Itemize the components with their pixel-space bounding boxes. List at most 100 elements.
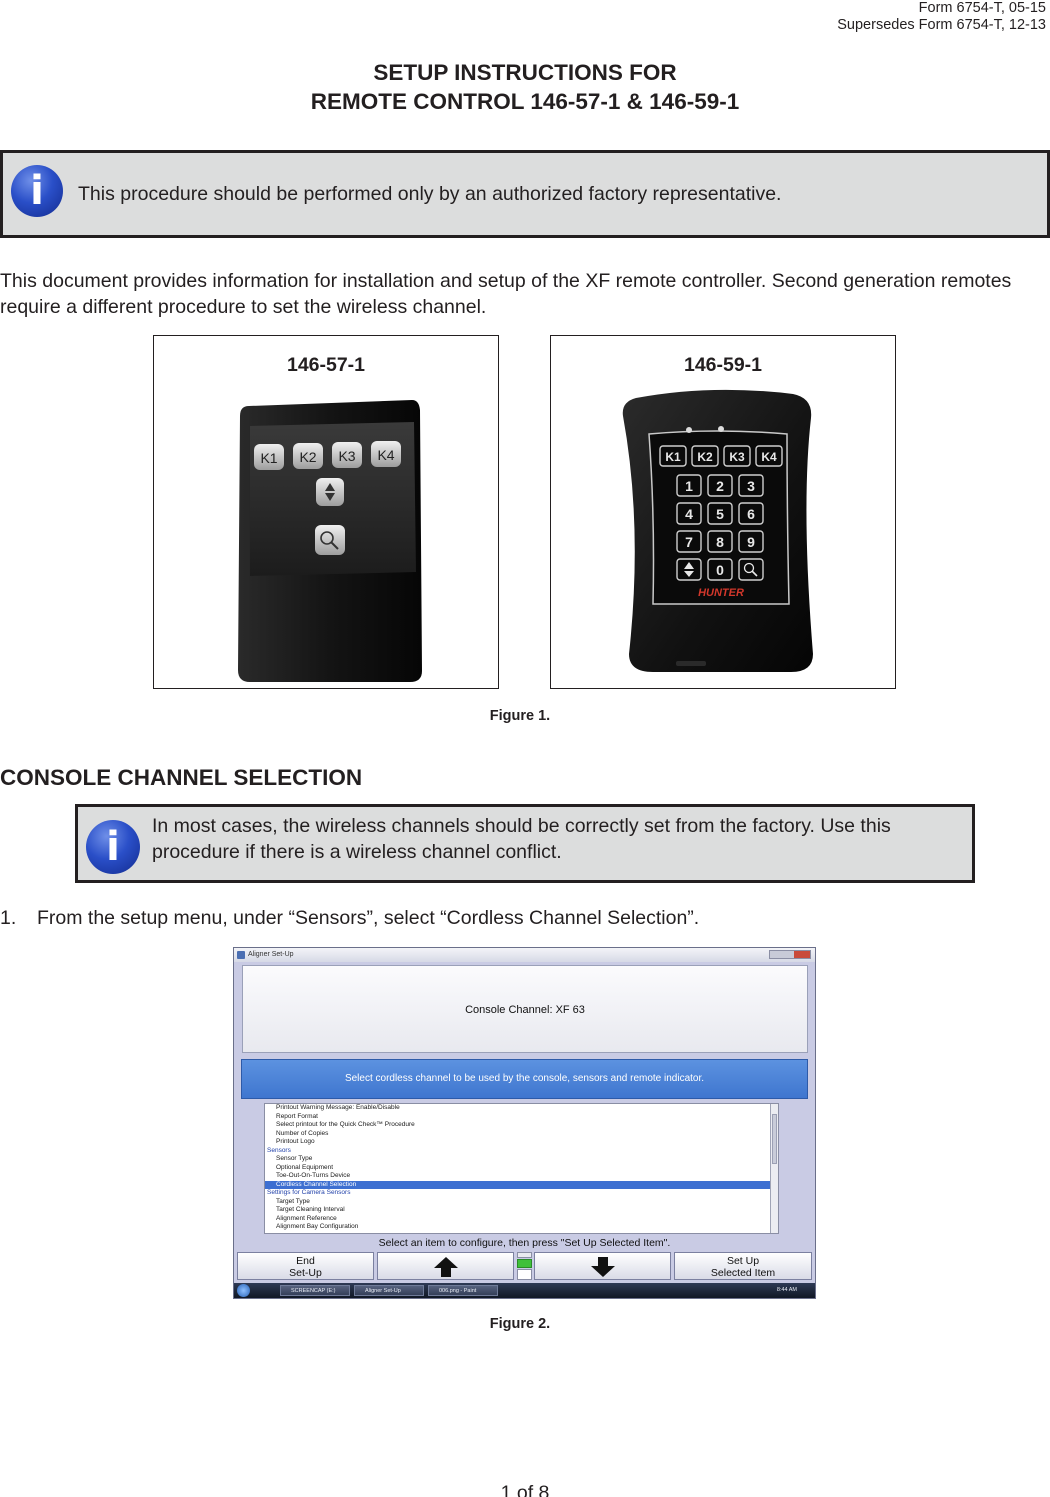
info-icon: i [86, 820, 140, 874]
key-k4-label: K4 [377, 447, 394, 463]
window-titlebar: Aligner Set-Up [234, 948, 815, 962]
key-4-label: 4 [685, 506, 693, 522]
list-item[interactable]: Alignment Bay Configuration [276, 1223, 359, 1230]
button-label-line-2: Selected Item [710, 1267, 776, 1279]
list-scrollbar[interactable] [770, 1104, 778, 1233]
arrow-down-icon [590, 1257, 615, 1277]
section-heading: CONSOLE CHANNEL SELECTION [0, 765, 363, 790]
list-item[interactable]: Printout Warning Message: Enable/Disable [276, 1104, 400, 1111]
figure-2-caption: Figure 2. [489, 1316, 551, 1332]
taskbar-item[interactable]: SCREENCAP (E:) [280, 1285, 350, 1296]
list-item[interactable]: Alignment Reference [276, 1214, 337, 1222]
console-channel-text: Console Channel: XF 63 [465, 1004, 585, 1016]
key-k2-label: K2 [697, 450, 713, 464]
taskbar: SCREENCAP (E:) Aligner Set-Up 006.png - … [234, 1283, 815, 1298]
intro-paragraph: This document provides information for i… [0, 270, 1012, 318]
key-k2-label: K2 [299, 449, 316, 465]
title-line-1: SETUP INSTRUCTIONS FOR [373, 60, 677, 85]
key-row: K1 K2 K3 K4 [254, 441, 401, 470]
list-item[interactable]: Target Cleaning Interval [276, 1206, 345, 1213]
zoom-key [315, 525, 345, 555]
key-0-label: 0 [716, 562, 724, 578]
key-k4-label: K4 [761, 450, 777, 464]
taskbar-item[interactable]: Aligner Set-Up [354, 1285, 424, 1296]
console-channel-panel: Console Channel: XF 63 [242, 965, 808, 1053]
figure-1-caption: Figure 1. [489, 708, 551, 724]
remote-model-label: 146-59-1 [683, 354, 763, 376]
setup-items-list[interactable]: Printout Warning Message: Enable/Disable… [264, 1103, 779, 1234]
updown-key [316, 478, 344, 506]
remote-146-59-1-photo: 146-59-1 K1 K2 K3 K4 1 2 3 [550, 335, 896, 689]
hunter-logo: HUNTER [698, 587, 744, 599]
form-number: Form 6754-T, 05-15 [918, 0, 1046, 16]
configure-prompt: Select an item to configure, then press … [378, 1237, 671, 1249]
key-3-label: 3 [747, 478, 755, 494]
notice-text: This procedure should be performed only … [78, 183, 782, 205]
search-icon [517, 1252, 532, 1258]
key-6-label: 6 [747, 506, 755, 522]
updown-arrow-icon [684, 562, 694, 577]
remote-146-57-1-photo: 146-57-1 K1 K2 K3 K4 [153, 335, 499, 689]
updown-arrow-icon [325, 483, 335, 501]
list-item[interactable]: Target Type [276, 1197, 310, 1205]
list-category: Sensors [267, 1146, 291, 1154]
notice-text: In most cases, the wireless channels sho… [152, 815, 891, 863]
magnifier-icon [320, 531, 334, 545]
info-icon: i [11, 165, 63, 217]
key-k3-label: K3 [729, 450, 745, 464]
signal-indicator [517, 1259, 532, 1268]
list-category: Settings for Camera Sensors [267, 1189, 351, 1196]
key-k1-label: K1 [260, 450, 277, 466]
list-item[interactable]: Sensor Type [276, 1155, 313, 1162]
authorized-rep-notice: i This procedure should be performed onl… [0, 150, 1050, 238]
list-item[interactable]: Cordless Channel Selection [265, 1180, 778, 1189]
aligner-setup-screenshot: Aligner Set-Up Console Channel: XF 63 Se… [233, 947, 816, 1299]
list-item[interactable]: Report Format [276, 1112, 318, 1120]
key-5-label: 5 [716, 506, 724, 522]
key-k1-label: K1 [665, 450, 681, 464]
instruction-banner: Select cordless channel to be used by th… [241, 1059, 808, 1099]
list-item[interactable]: Select printout for the Quick Check™ Pro… [276, 1121, 415, 1128]
banner-text: Select cordless channel to be used by th… [344, 1073, 705, 1084]
window-controls[interactable] [769, 950, 811, 959]
scrollbar-thumb[interactable] [772, 1114, 777, 1164]
remote-model-label: 146-57-1 [286, 354, 366, 376]
title-line-2: REMOTE CONTROL 146-57-1 & 146-59-1 [310, 89, 740, 114]
list-item[interactable]: Number of Copies [276, 1129, 329, 1137]
form-identifier: Form 6754-T, 05-15 Supersedes Form 6754-… [837, 0, 1046, 34]
step-1: 1. From the setup menu, under “Sensors”, … [0, 905, 699, 931]
document-title: SETUP INSTRUCTIONS FOR REMOTE CONTROL 14… [0, 58, 1050, 116]
key-7-label: 7 [685, 534, 693, 550]
page-number: 1 of 8 [500, 1482, 550, 1497]
start-button[interactable] [237, 1284, 250, 1297]
step-text: From the setup menu, under “Sensors”, se… [37, 907, 700, 929]
setup-selected-item-button[interactable]: Set Up Selected Item [674, 1252, 812, 1280]
arrow-up-icon [433, 1257, 458, 1277]
key-1-label: 1 [685, 478, 693, 494]
supersedes-note: Supersedes Form 6754-T, 12-13 [837, 17, 1046, 33]
move-down-button[interactable] [534, 1252, 671, 1280]
list-item[interactable]: Optional Equipment [276, 1163, 334, 1171]
end-setup-button[interactable]: End Set-Up [237, 1252, 374, 1280]
magnifier-icon [743, 562, 755, 574]
wireless-conflict-notice: i In most cases, the wireless channels s… [75, 804, 975, 883]
taskbar-item[interactable]: 006.png - Paint [428, 1285, 498, 1296]
button-label-line-1: Set Up [726, 1255, 760, 1267]
button-label-line-1: End [296, 1255, 315, 1267]
app-icon [237, 951, 245, 959]
window-title: Aligner Set-Up [248, 951, 294, 958]
key-k3-label: K3 [338, 448, 355, 464]
key-8-label: 8 [716, 534, 724, 550]
button-label-line-2: Set-Up [289, 1267, 322, 1279]
key-9-label: 9 [747, 534, 755, 550]
status-indicator [517, 1252, 532, 1280]
remote-keypad-illustration: K1 K2 K3 K4 1 2 3 4 5 6 7 8 9 [622, 389, 813, 672]
taskbar-clock: 8:44 AM [776, 1287, 797, 1293]
move-up-button[interactable] [377, 1252, 514, 1280]
list-item[interactable]: Printout Logo [276, 1138, 315, 1145]
remote-four-key-illustration: K1 K2 K3 K4 [238, 400, 422, 682]
list-item[interactable]: Toe-Out-On-Turns Device [276, 1172, 351, 1179]
key-2-label: 2 [716, 478, 724, 494]
step-number: 1. [0, 907, 17, 929]
close-icon[interactable] [794, 951, 810, 958]
